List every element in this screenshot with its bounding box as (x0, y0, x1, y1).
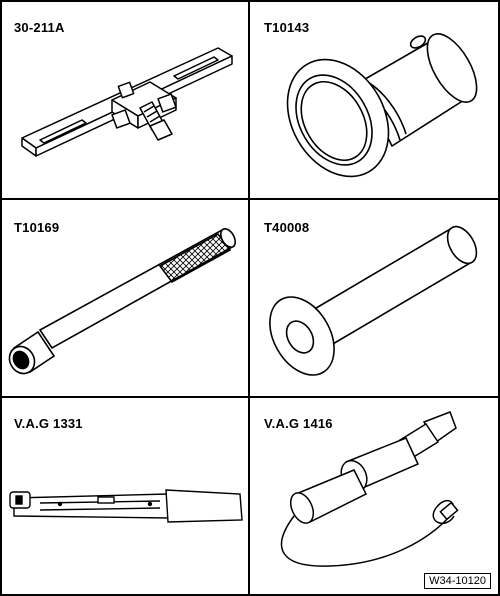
tool-label: T10169 (14, 220, 60, 235)
tool-label: V.A.G 1331 (14, 416, 83, 431)
tool-label: 30-211A (14, 20, 65, 35)
tool-label: T10143 (264, 20, 310, 35)
drift-tool-illustration (269, 225, 478, 376)
tool-label: T40008 (264, 220, 310, 235)
tool-cell-vag1416: V.A.G 1416 W34-10120 (250, 398, 499, 595)
sleeve-tool-illustration (286, 33, 478, 178)
tool-cell-vag1331: V.A.G 1331 (0, 398, 249, 595)
tool-cell-t10169: T10169 (0, 200, 249, 397)
torque-wrench-illustration (9, 489, 243, 523)
tool-label: V.A.G 1416 (264, 416, 333, 431)
flat-bar-tool-illustration (21, 47, 233, 157)
hot-air-blower-illustration (280, 411, 459, 567)
tool-cell-t10143: T10143 (250, 0, 499, 199)
tool-cell-t40008: T40008 (250, 200, 499, 397)
figure-reference: W34-10120 (424, 573, 491, 589)
shaft-tool-illustration (8, 228, 237, 375)
tool-cell-30-211a: 30-211A (0, 0, 249, 199)
